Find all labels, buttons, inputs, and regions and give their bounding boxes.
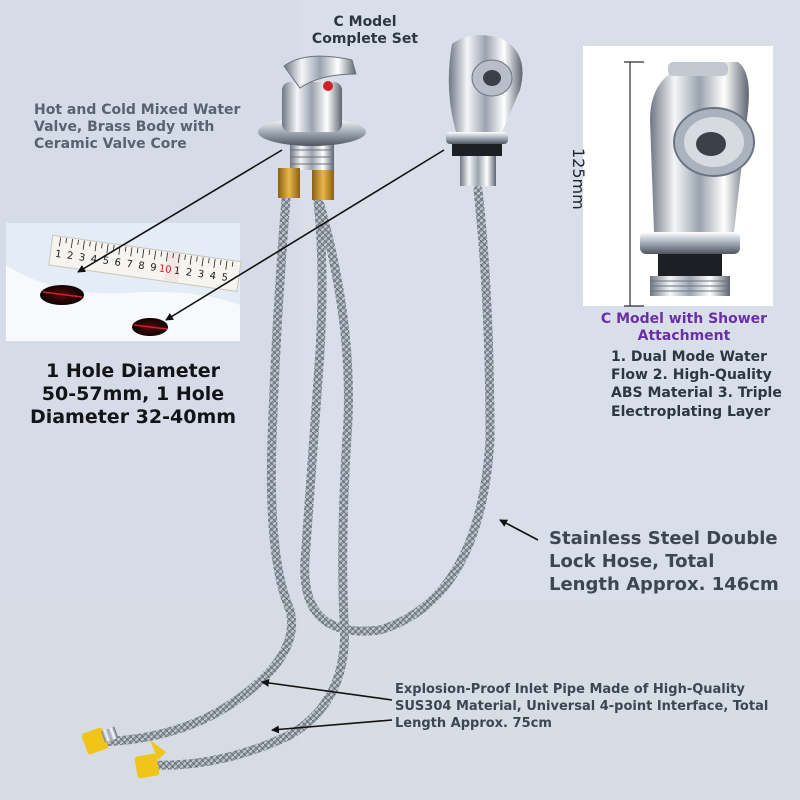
ruler-number: 2 <box>185 267 193 279</box>
ruler-tick <box>208 258 210 264</box>
hole-measure-line <box>42 291 83 298</box>
hole-measure-line <box>133 324 168 330</box>
arrow-hose <box>499 519 539 541</box>
valve-brass-fitting <box>312 170 334 200</box>
ruler-tick <box>77 239 79 245</box>
inlet-hose-hot <box>145 200 353 770</box>
ruler-tick <box>124 246 127 252</box>
yellow-fitting <box>81 727 109 755</box>
label-valve: Hot and Cold Mixed Water Valve, Brass Bo… <box>34 102 241 152</box>
ruler-number: 6 <box>114 257 122 269</box>
ruler-tick <box>219 259 222 265</box>
hot-cold-indicator <box>323 81 333 91</box>
background-floor <box>0 600 800 800</box>
ruler-tick <box>65 238 67 244</box>
mixer-valve <box>258 55 366 200</box>
ruler-number: 4 <box>90 254 98 266</box>
ruler-number: 8 <box>137 261 145 273</box>
valve-brass-fitting <box>278 168 300 198</box>
ruler-tick <box>165 252 169 262</box>
ruler-tick <box>196 256 198 262</box>
ruler-tick <box>106 243 109 254</box>
ruler-number: 5 <box>221 272 229 284</box>
ruler-tick <box>231 261 234 267</box>
label-shower-title: C Model with Shower Attachment <box>600 311 768 344</box>
ruler-tick <box>82 240 85 250</box>
ruler-number: 10 <box>158 263 172 276</box>
ruler-tick <box>70 238 73 249</box>
ruler-tick <box>154 250 157 260</box>
ruler-number: 5 <box>102 255 110 267</box>
ruler-tick <box>89 241 91 247</box>
label-hole-diameter: 1 Hole Diameter 50-57mm, 1 Hole Diameter… <box>29 360 237 429</box>
arrow-shower-to-hole <box>165 149 445 321</box>
label-complete-set: C Model Complete Set <box>311 14 419 47</box>
ruler-tick <box>101 243 103 249</box>
ruler-number: 3 <box>197 269 205 281</box>
ruler-tick <box>130 247 133 257</box>
ruler-tick <box>189 255 192 265</box>
label-dimension: 125mm <box>569 148 588 210</box>
ruler-tick <box>148 249 151 255</box>
ruler-tick <box>201 257 204 267</box>
ruler-number: 4 <box>209 271 217 283</box>
arrow-inlet-lower <box>271 719 393 734</box>
ruler-number: 1 <box>173 266 181 278</box>
ruler-number: 9 <box>149 262 157 274</box>
inlet-hose-cold <box>91 195 297 747</box>
ruler-tick <box>177 254 180 264</box>
arrow-valve-to-hole <box>77 149 283 273</box>
stainless-hoses <box>91 185 495 770</box>
ruler-tick <box>113 244 115 250</box>
ruler-tick <box>160 251 163 257</box>
shower-inset-photo <box>583 46 773 307</box>
ruler-tick <box>142 249 145 259</box>
label-hose: Stainless Steel Double Lock Hose, Total … <box>549 528 779 596</box>
shower-hose <box>300 185 495 636</box>
ruler-number: 7 <box>126 259 134 271</box>
ruler-tick <box>225 260 228 270</box>
arrow-inlet-upper <box>261 678 393 701</box>
inlet-fittings <box>81 726 166 779</box>
label-features: 1. Dual Mode Water Flow 2. High-Quality … <box>611 349 782 420</box>
ruler-number: 2 <box>66 250 74 262</box>
ruler-tick <box>136 248 139 254</box>
spray-aerator <box>696 132 726 156</box>
shower-head <box>446 35 523 186</box>
pointer-arrows <box>77 149 539 734</box>
label-inlet: Explosion-Proof Inlet Pipe Made of High-… <box>395 682 769 731</box>
ruler-tick <box>59 237 62 247</box>
ruler-tick <box>172 253 174 259</box>
ruler-number: 3 <box>78 252 86 264</box>
ruler-tick <box>94 242 97 252</box>
ruler-tick <box>184 254 186 260</box>
yellow-fitting <box>134 753 160 779</box>
shower-base-flange <box>640 232 740 254</box>
valve-lever <box>283 55 357 89</box>
ruler-tick <box>213 259 216 269</box>
ruler-number: 1 <box>54 249 62 261</box>
